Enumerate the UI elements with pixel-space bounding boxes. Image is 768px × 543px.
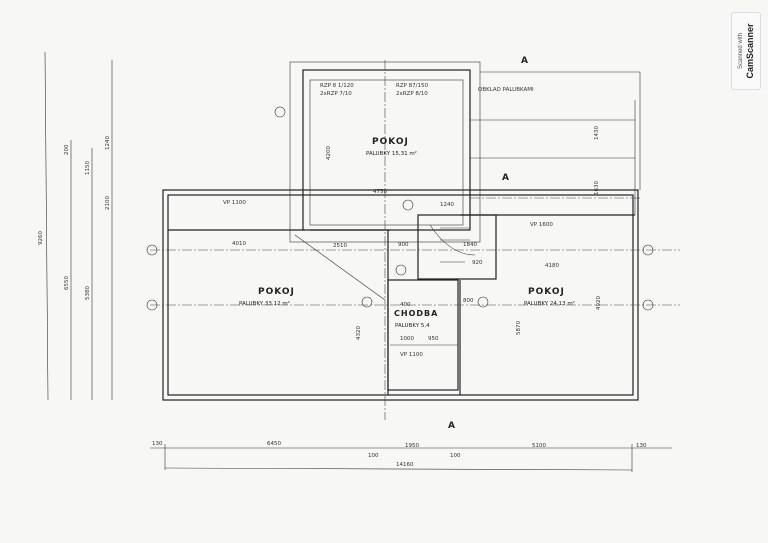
room-label-upper: POKOJ bbox=[372, 137, 409, 147]
svg-text:200: 200 bbox=[64, 144, 70, 155]
section-mark-bottom: A bbox=[448, 421, 456, 431]
badge-line2: CamScanner bbox=[745, 23, 755, 79]
room-label-hall: CHODBA bbox=[394, 309, 438, 318]
room-label-right: POKOJ bbox=[528, 287, 565, 297]
room-area-left: PALUBKY 33,12 m² bbox=[239, 300, 290, 307]
svg-text:1240: 1240 bbox=[105, 136, 111, 150]
section-mark-top: A bbox=[521, 56, 529, 66]
total-width: 14160 bbox=[396, 462, 414, 468]
svg-text:1430: 1430 bbox=[594, 126, 600, 140]
room-area-upper: PALUBKY 15,31 m² bbox=[366, 150, 417, 157]
room-area-hall: PALUBKY 5,4 bbox=[395, 323, 430, 329]
svg-text:9260: 9260 bbox=[38, 231, 44, 245]
walls bbox=[150, 60, 680, 420]
svg-text:130: 130 bbox=[152, 441, 163, 447]
svg-text:1630: 1630 bbox=[594, 181, 600, 195]
svg-text:4010: 4010 bbox=[232, 241, 246, 247]
svg-text:6550: 6550 bbox=[64, 276, 70, 290]
svg-text:1840: 1840 bbox=[463, 242, 477, 248]
note-beams-left: 2xRZP 7/10 bbox=[320, 91, 352, 97]
note-beams-right: 2xRZP 8/10 bbox=[396, 91, 428, 97]
note-vp-hall: VP 1100 bbox=[400, 352, 423, 358]
note-vp-right: VP 1600 bbox=[530, 222, 553, 228]
svg-text:4920: 4920 bbox=[596, 296, 602, 310]
svg-text:1240: 1240 bbox=[440, 202, 454, 208]
room-label-left: POKOJ bbox=[258, 287, 295, 297]
room-area-right: PALUBKY 24,13 m² bbox=[524, 300, 575, 307]
svg-text:130: 130 bbox=[636, 443, 647, 449]
svg-text:6450: 6450 bbox=[267, 441, 281, 447]
svg-text:2510: 2510 bbox=[333, 243, 347, 249]
svg-text:920: 920 bbox=[472, 260, 483, 266]
note-rzp-right: RZP 87/150 bbox=[396, 83, 429, 89]
svg-text:1950: 1950 bbox=[405, 443, 419, 449]
svg-text:1000: 1000 bbox=[400, 336, 414, 342]
svg-text:4200: 4200 bbox=[326, 146, 332, 160]
svg-text:800: 800 bbox=[463, 298, 474, 304]
camscanner-badge: Scanned with CamScanner bbox=[731, 12, 761, 90]
section-mark-mid: A bbox=[502, 173, 510, 183]
svg-text:5100: 5100 bbox=[532, 443, 546, 449]
interior-dimensions: 4750 4200 4010 2510 4180 920 1240 1840 9… bbox=[232, 126, 602, 342]
svg-text:4750: 4750 bbox=[373, 189, 387, 195]
svg-text:5380: 5380 bbox=[85, 286, 91, 300]
svg-text:100: 100 bbox=[450, 453, 461, 459]
svg-text:4320: 4320 bbox=[356, 326, 362, 340]
svg-text:400: 400 bbox=[400, 302, 411, 308]
note-cladding: OBKLAD PALUBKAMI bbox=[478, 87, 534, 93]
bottom-dimensions: 130 6450 100 1950 100 5100 130 14160 bbox=[150, 441, 672, 472]
svg-text:4180: 4180 bbox=[545, 263, 559, 269]
note-vp-left: VP 1100 bbox=[223, 200, 246, 206]
svg-text:100: 100 bbox=[368, 453, 379, 459]
svg-text:950: 950 bbox=[428, 336, 439, 342]
note-rzp-left: RZP 8 1/120 bbox=[320, 83, 354, 89]
svg-text:900: 900 bbox=[398, 242, 409, 248]
left-dimensions: 9260 6550 5380 1150 200 1240 2100 bbox=[38, 51, 113, 401]
vent-symbols bbox=[146, 106, 654, 311]
svg-text:5870: 5870 bbox=[516, 321, 522, 335]
svg-text:2100: 2100 bbox=[105, 196, 111, 210]
svg-text:1150: 1150 bbox=[85, 161, 91, 175]
